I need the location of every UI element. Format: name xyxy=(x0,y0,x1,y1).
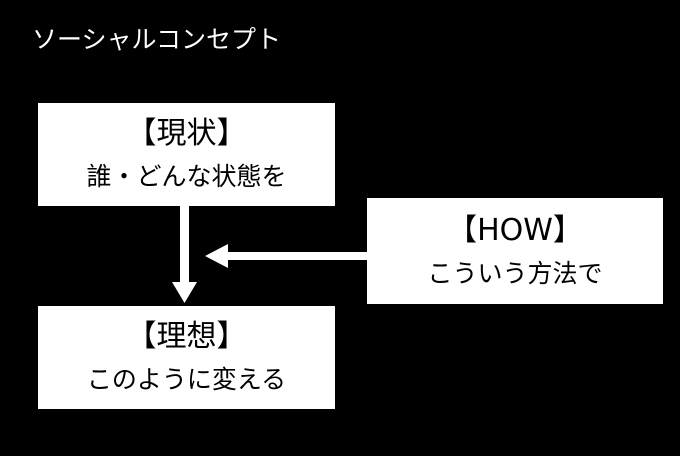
ideal-state-text: このように変える xyxy=(86,365,287,394)
current-state-box: 【現状】 誰・どんな状態を xyxy=(38,103,335,206)
down-arrow xyxy=(172,206,197,303)
current-state-heading: 【現状】 xyxy=(126,116,247,151)
how-box: 【HOW】 こういう方法で xyxy=(367,198,663,304)
how-heading: 【HOW】 xyxy=(447,213,583,248)
current-state-text: 誰・どんな状態を xyxy=(86,162,287,191)
ideal-state-box: 【理想】 このように変える xyxy=(38,306,335,409)
left-arrow xyxy=(205,244,367,268)
page-title: ソーシャルコンセプト xyxy=(32,25,282,54)
how-text: こういう方法で xyxy=(427,259,603,288)
ideal-state-heading: 【理想】 xyxy=(126,319,247,354)
